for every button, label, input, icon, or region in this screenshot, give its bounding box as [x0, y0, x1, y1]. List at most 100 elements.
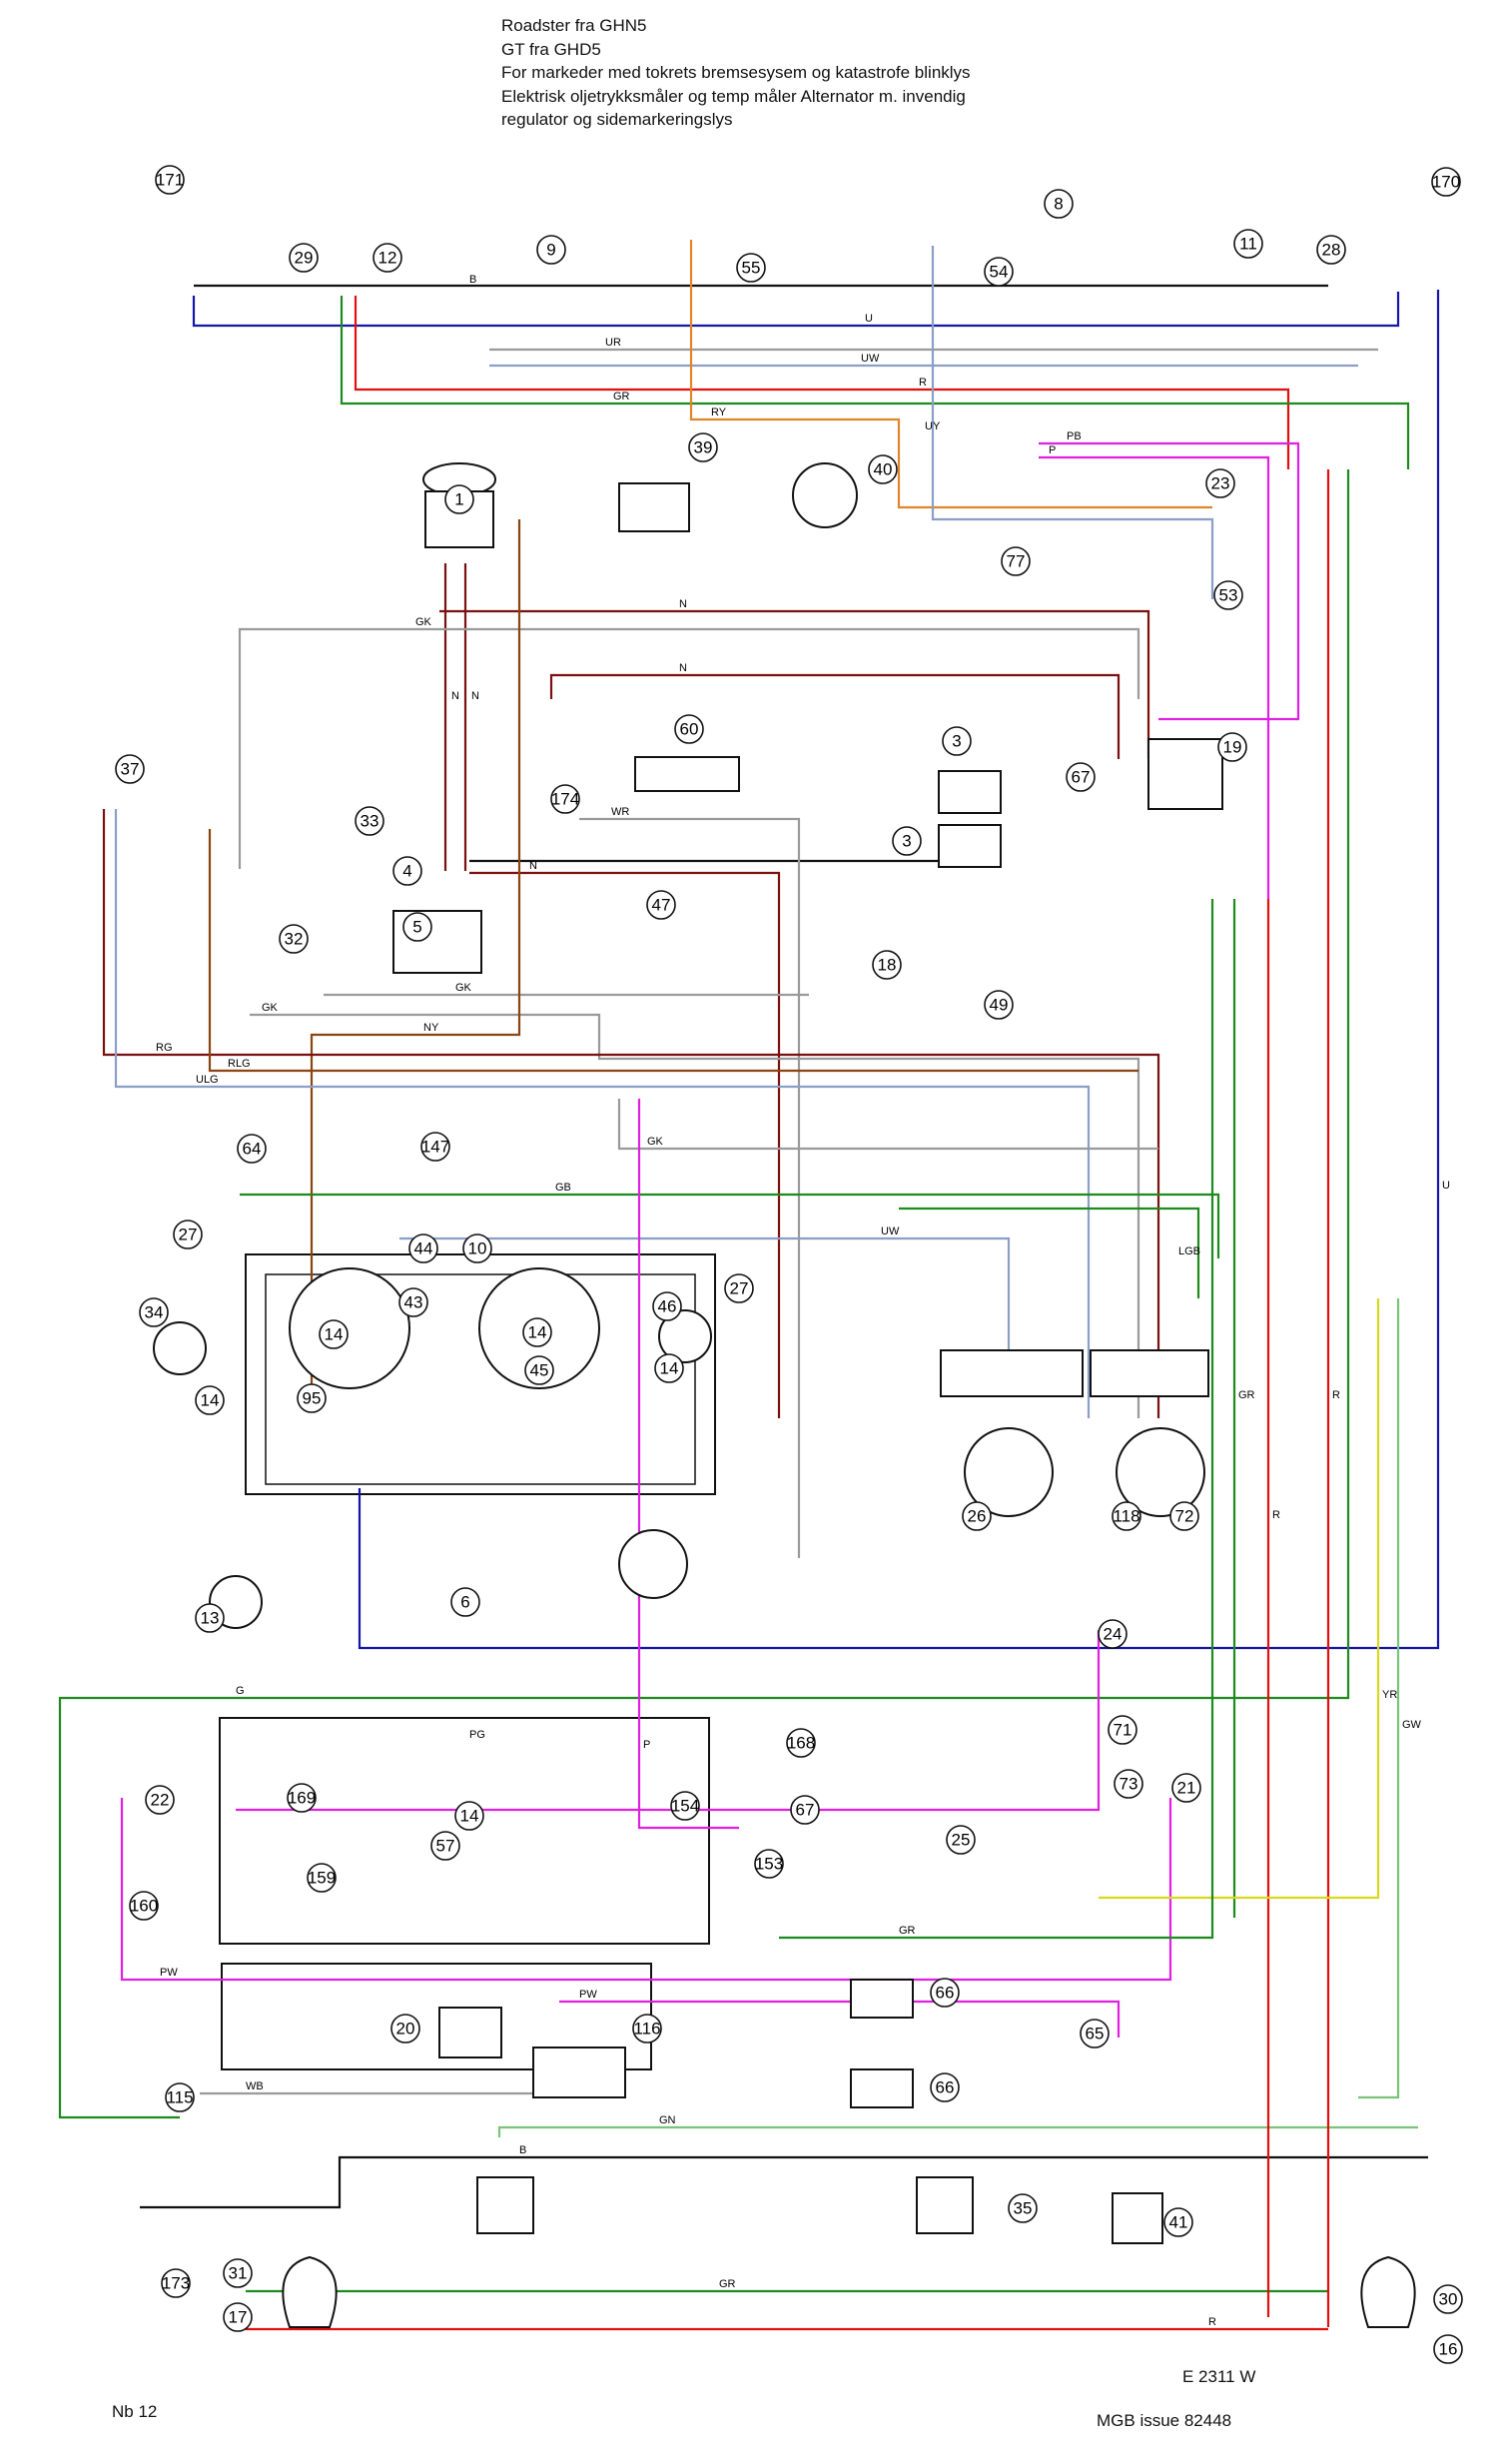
fuse-box-shape	[1147, 738, 1223, 810]
component-callout: 67	[1066, 762, 1096, 792]
wire-run	[549, 673, 1121, 759]
wire-label: GR	[899, 1925, 916, 1937]
callout-circle	[398, 1287, 428, 1317]
wire-label: N	[529, 860, 537, 872]
component-number: 4	[402, 862, 411, 881]
callout-circle	[319, 1319, 349, 1349]
callout-circle	[1431, 167, 1461, 197]
component-callout: 6	[450, 1587, 480, 1617]
callout-circle	[1433, 2334, 1463, 2364]
drawing-code: E 2311 W	[1182, 2367, 1256, 2386]
component-callout: 47	[646, 890, 676, 920]
wire-run	[354, 296, 1290, 469]
callout-circle	[444, 484, 474, 514]
callout-circle	[1213, 580, 1243, 610]
component-callout: 60	[674, 714, 704, 744]
component-number: 41	[1169, 2213, 1188, 2232]
wire-label: PW	[579, 1989, 597, 2001]
component-callout: 3	[942, 726, 972, 756]
component-callout: 32	[279, 924, 309, 954]
component-callout: 39	[688, 432, 718, 462]
component-number: 67	[796, 1801, 815, 1820]
component-callout: 168	[786, 1728, 816, 1758]
battery-shape	[938, 824, 1002, 868]
callout-circle	[736, 253, 766, 283]
wire-label: R	[919, 377, 927, 389]
component-number: 43	[404, 1293, 423, 1312]
component-number: 28	[1322, 241, 1341, 260]
callout-circle	[373, 243, 402, 273]
callout-circle	[550, 784, 580, 814]
component-number: 9	[546, 241, 555, 260]
callout-circle	[930, 1978, 960, 2008]
component-callout: 115	[165, 2082, 195, 2112]
component-callout: 14	[454, 1801, 484, 1831]
component-callout: 30	[1433, 2284, 1463, 2314]
wire-run	[931, 246, 1214, 599]
component-number: 73	[1120, 1775, 1138, 1794]
wire-run	[340, 296, 1410, 469]
callout-circle	[289, 243, 319, 273]
component-callout: 118	[1112, 1501, 1141, 1531]
connector-block-shape	[1090, 1349, 1209, 1397]
callout-circle	[984, 257, 1014, 287]
header-line: For markeder med tokrets bremsesysem og …	[501, 63, 971, 82]
wire-label: GN	[659, 2114, 676, 2126]
callout-circle	[115, 754, 145, 784]
callout-circle	[892, 826, 922, 856]
component-callout: 171	[155, 165, 185, 195]
panel-frames	[219, 1253, 716, 2070]
wire-run	[1358, 1298, 1400, 2099]
console-frame	[219, 1717, 710, 1945]
wire-run	[140, 2155, 1428, 2209]
callout-circle	[632, 2014, 662, 2044]
component-callout: 116	[632, 2014, 662, 2044]
component-callout: 173	[161, 2268, 191, 2298]
wire-label: RY	[711, 407, 727, 418]
component-number: 14	[460, 1807, 479, 1826]
component-number: 39	[694, 438, 713, 457]
component-number: 173	[162, 2274, 190, 2293]
issue-note: MGB issue 82448	[1097, 2411, 1232, 2430]
component-callout: 1	[444, 484, 474, 514]
component-number: 5	[412, 918, 421, 937]
coil-shape	[618, 482, 690, 532]
component-number: 25	[952, 1831, 971, 1850]
component-callout: 37	[115, 754, 145, 784]
speedometer-shape	[289, 1267, 410, 1389]
component-callout: 44	[408, 1233, 438, 1263]
callout-circle	[1001, 546, 1031, 576]
component-callout: 25	[946, 1825, 976, 1855]
callout-circle	[454, 1801, 484, 1831]
component-callout: 57	[430, 1831, 460, 1861]
component-callout: 31	[223, 2258, 253, 2288]
wire-label: GW	[1402, 1719, 1422, 1731]
callout-circle	[868, 454, 898, 484]
callout-circle	[1169, 1501, 1199, 1531]
wire-run	[1039, 441, 1300, 721]
component-callout: 160	[129, 1891, 159, 1921]
callout-circle	[962, 1501, 992, 1531]
rear-lamp-shape	[916, 2176, 974, 2234]
fuse-shape	[634, 756, 740, 792]
callout-circle	[524, 1355, 554, 1385]
component-number: 171	[156, 171, 184, 190]
rear-lamp-shape	[476, 2176, 534, 2234]
callout-circle	[420, 1132, 450, 1162]
diagram-header: Roadster fra GHN5 GT fra GHD5 For marked…	[501, 14, 1200, 132]
wire-label: GK	[647, 1136, 664, 1148]
wire-run	[637, 1099, 739, 1830]
wire-label: R	[1272, 1509, 1280, 1521]
component-number: 17	[229, 2308, 248, 2327]
callout-circle	[450, 1587, 480, 1617]
component-callout: 11	[1233, 229, 1263, 259]
component-callout: 67	[790, 1795, 820, 1825]
wire-run	[240, 1193, 1220, 1258]
wire-label: WB	[246, 2080, 264, 2092]
component-callout: 41	[1163, 2207, 1193, 2237]
switch-shape	[1116, 1427, 1205, 1517]
wire-run	[358, 290, 1440, 1650]
callout-circle	[223, 2258, 253, 2288]
component-number: 31	[229, 2264, 248, 2283]
callout-circle	[674, 714, 704, 744]
